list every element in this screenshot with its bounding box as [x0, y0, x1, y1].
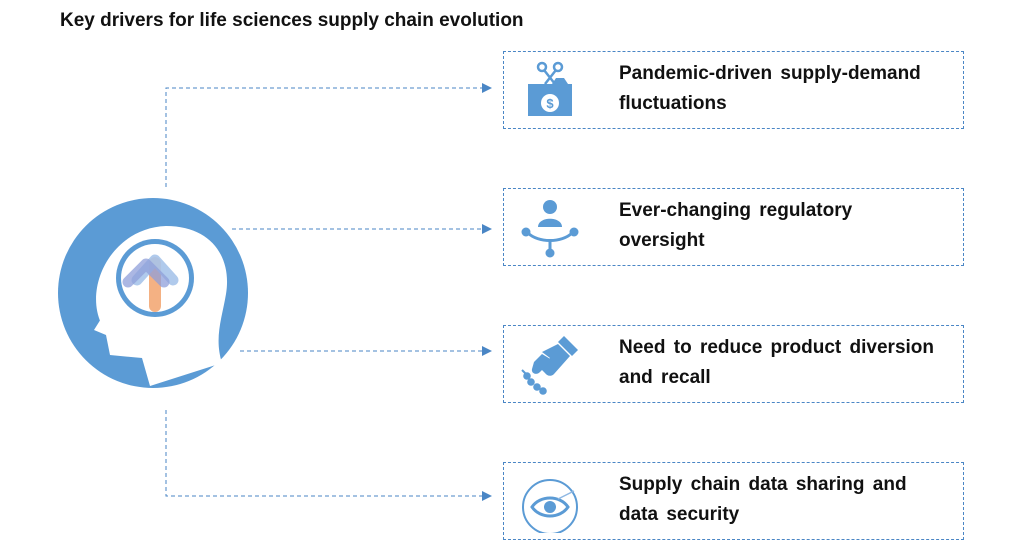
head-arrows-icon: [58, 198, 248, 388]
handshake-icon: [521, 336, 578, 395]
money-scissors-icon: $: [528, 61, 572, 116]
network-person-icon: [521, 200, 579, 258]
connector-1: [165, 87, 482, 187]
driver-label-data-security: Supply chain data sharing and data secur…: [619, 474, 907, 525]
driver-box-regulatory: Ever-changing regulatory oversight: [503, 188, 964, 266]
driver-box-data-security: Supply chain data sharing and data secur…: [503, 462, 964, 540]
driver-label-diversion: Need to reduce product diversion and rec…: [619, 337, 934, 388]
arrowhead-2: [482, 224, 492, 234]
driver-box-pandemic: $ Pandemic-driven supply-demand fluctuat…: [503, 51, 964, 129]
arrowhead-3: [482, 346, 492, 356]
driver-label-regulatory: Ever-changing regulatory oversight: [619, 200, 853, 251]
connector-4: [165, 410, 482, 497]
eye-icon: [522, 479, 578, 533]
arrowhead-1: [482, 83, 492, 93]
diagram-title: Key drivers for life sciences supply cha…: [60, 10, 524, 31]
driver-label-pandemic: Pandemic-driven supply-demand fluctuatio…: [619, 63, 921, 114]
svg-text:$: $: [546, 96, 554, 111]
arrowhead-4: [482, 491, 492, 501]
driver-box-diversion: Need to reduce product diversion and rec…: [503, 325, 964, 403]
